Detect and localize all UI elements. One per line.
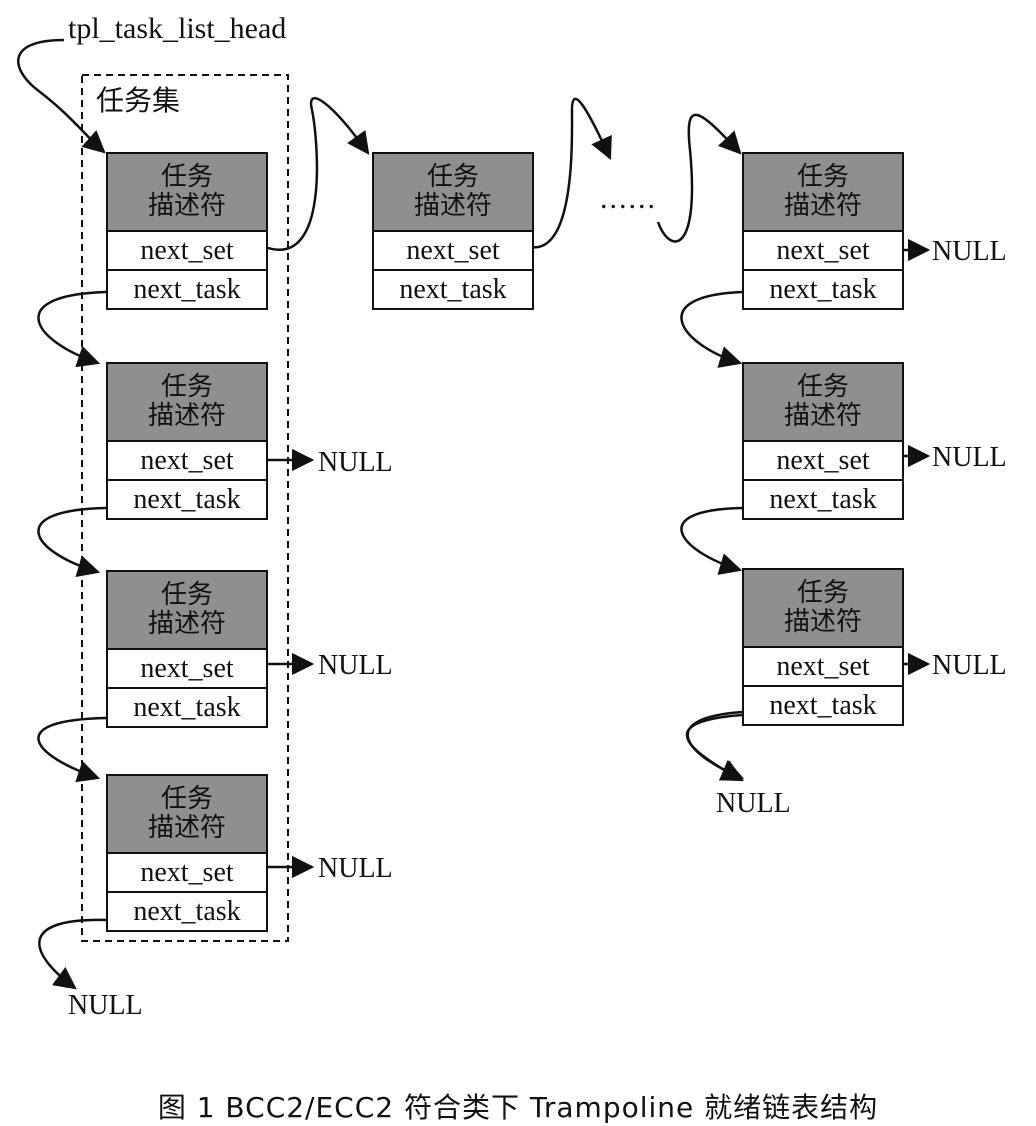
next-set-field: next_set <box>744 442 902 481</box>
task-descriptor-node: 任务 描述符 next_set next_task <box>106 362 268 520</box>
null-label: NULL <box>716 788 791 819</box>
descriptor-line-1: 任务 <box>796 162 849 192</box>
next-task-field: next_task <box>769 483 877 515</box>
descriptor-line-2: 描述符 <box>783 401 862 431</box>
task-descriptor-node: 任务 描述符 next_set next_task <box>742 362 904 520</box>
task-descriptor-node: 任务 描述符 next_set next_task <box>742 152 904 310</box>
descriptor-line-2: 描述符 <box>413 191 492 221</box>
next-task-arrow-c1-1 <box>37 290 107 368</box>
task-descriptor-node: 任务 描述符 next_set next_task <box>742 568 904 726</box>
next-set-field: next_set <box>108 854 266 893</box>
next-set-field: next_set <box>374 232 532 271</box>
figure-caption: 图 1 BCC2/ECC2 符合类下 Trampoline 就绪链表结构 <box>157 1091 879 1124</box>
next-task-field: next_task <box>769 273 877 305</box>
head-pointer-arrow <box>17 38 106 154</box>
ellipsis: ...... <box>600 182 657 215</box>
descriptor-block: 任务 描述符 <box>744 364 902 442</box>
next-set-arrow-2 <box>529 97 612 249</box>
descriptor-line-2: 描述符 <box>783 191 862 221</box>
next-task-field: next_task <box>133 895 241 927</box>
descriptor-line-2: 描述符 <box>783 607 862 637</box>
null-label: NULL <box>68 990 143 1021</box>
next-task-field: next_task <box>133 273 241 305</box>
next-set-field: next_set <box>744 648 902 687</box>
next-task-field: next_task <box>769 689 877 721</box>
next-task-field: next_task <box>133 483 241 515</box>
descriptor-line-1: 任务 <box>426 162 479 192</box>
descriptor-line-2: 描述符 <box>147 813 226 843</box>
descriptor-block: 任务 描述符 <box>744 154 902 232</box>
task-set-label: 任务集 <box>96 86 181 117</box>
descriptor-line-1: 任务 <box>160 784 213 814</box>
next-task-field: next_task <box>133 691 241 723</box>
null-label: NULL <box>318 650 393 681</box>
descriptor-line-2: 描述符 <box>147 401 226 431</box>
descriptor-line-2: 描述符 <box>147 609 226 639</box>
next-task-arrow-c1-3 <box>37 716 107 783</box>
next-task-arrow-c3-1 <box>680 290 743 368</box>
next-set-field: next_set <box>108 232 266 271</box>
next-task-arrow-c3-tail <box>686 710 745 781</box>
null-label: NULL <box>932 650 1007 681</box>
next-set-arrow-3 <box>656 113 742 243</box>
descriptor-line-2: 描述符 <box>147 191 226 221</box>
descriptor-line-1: 任务 <box>796 372 849 402</box>
descriptor-block: 任务 描述符 <box>108 154 266 232</box>
descriptor-line-1: 任务 <box>160 372 213 402</box>
descriptor-block: 任务 描述符 <box>108 364 266 442</box>
next-set-field: next_set <box>744 232 902 271</box>
descriptor-block: 任务 描述符 <box>108 776 266 854</box>
descriptor-block: 任务 描述符 <box>108 572 266 650</box>
next-task-arrow-c1-4 <box>38 918 107 990</box>
null-label: NULL <box>932 442 1007 473</box>
task-descriptor-node: 任务 描述符 next_set next_task <box>106 152 268 310</box>
next-task-arrow-c3-2 <box>680 506 743 575</box>
next-set-field: next_set <box>108 650 266 689</box>
descriptor-block: 任务 描述符 <box>744 570 902 648</box>
next-set-field: next_set <box>108 442 266 481</box>
descriptor-line-1: 任务 <box>796 578 849 608</box>
descriptor-block: 任务 描述符 <box>374 154 532 232</box>
null-label: NULL <box>932 236 1007 267</box>
descriptor-line-1: 任务 <box>160 162 213 192</box>
descriptor-line-1: 任务 <box>160 580 213 610</box>
null-label: NULL <box>318 853 393 884</box>
next-task-arrow-c1-2 <box>37 506 107 578</box>
null-label: NULL <box>318 447 393 478</box>
task-descriptor-node: 任务 描述符 next_set next_task <box>372 152 534 310</box>
task-descriptor-node: 任务 描述符 next_set next_task <box>106 774 268 932</box>
task-set-boundary <box>81 74 289 942</box>
list-head-label: tpl_task_list_head <box>68 12 287 45</box>
task-descriptor-node: 任务 描述符 next_set next_task <box>106 570 268 728</box>
next-task-field: next_task <box>399 273 507 305</box>
next-set-arrow-1 <box>264 97 370 251</box>
